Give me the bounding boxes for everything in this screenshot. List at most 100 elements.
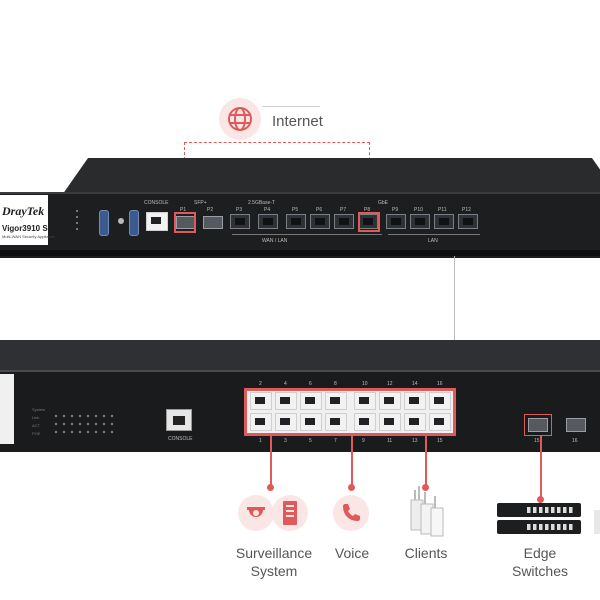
edge-label-line1: Edge <box>523 545 557 561</box>
router-base <box>0 250 600 256</box>
switch-sfp-port-15[interactable] <box>528 418 548 432</box>
surveillance-label: Surveillance System <box>226 544 322 580</box>
router-wan-lan-label: WAN / LAN <box>262 238 288 244</box>
router-port-label-p6: P6 <box>316 207 323 213</box>
globe-icon <box>228 107 252 131</box>
switch-port-15[interactable] <box>429 413 451 431</box>
switch-port-3[interactable] <box>275 413 297 431</box>
switch-console-label: CONSOLE <box>168 436 193 442</box>
switch-led-label-system: System <box>32 407 46 412</box>
router-port-p12[interactable] <box>458 214 478 229</box>
router-brand: DrayTek <box>2 204 45 218</box>
router-port-p4[interactable] <box>258 214 278 229</box>
router-port-label-p12: P12 <box>462 207 471 213</box>
switch-port-num-13: 13 <box>412 438 418 444</box>
switch-port-num-12: 12 <box>387 381 393 387</box>
connector-voice <box>351 436 353 486</box>
internet-decor-line <box>262 106 320 107</box>
switch-port-7[interactable] <box>325 413 347 431</box>
switch-port-num-8: 8 <box>334 381 337 387</box>
router-port-p7[interactable] <box>334 214 354 229</box>
switch-port-13[interactable] <box>404 413 426 431</box>
connector-dot-clients <box>422 484 429 491</box>
switch-led-label-act: ACT <box>32 423 40 428</box>
server-icon <box>283 501 297 525</box>
router-console-port[interactable] <box>146 212 168 231</box>
switch-sfp-label-16: 16 <box>572 438 578 444</box>
switch-port-14[interactable] <box>404 392 426 410</box>
router-led-block <box>62 206 84 232</box>
switch-port-num-7: 7 <box>334 438 337 444</box>
switch-port-grid <box>250 392 452 432</box>
router-port-p6[interactable] <box>310 214 330 229</box>
switch-port-11[interactable] <box>379 413 401 431</box>
router-port-label-p2: P2 <box>207 207 214 213</box>
voice-label: Voice <box>334 545 370 561</box>
switch-port-num-2: 2 <box>259 381 262 387</box>
router-port-label-p9: P9 <box>392 207 399 213</box>
router-reset-button[interactable] <box>118 218 124 224</box>
router-subtitle: Multi-WAN Security Appliance <box>2 234 55 239</box>
switch-console-port[interactable] <box>166 409 192 431</box>
router-console-label: CONSOLE <box>144 200 169 206</box>
switch-sfp-highlight <box>524 414 552 436</box>
router-port-label-p4: P4 <box>264 207 271 213</box>
internet-icon-circle <box>219 98 261 140</box>
router-port-p3[interactable] <box>230 214 250 229</box>
switch-port-num-6: 6 <box>309 381 312 387</box>
router-logo-panel <box>0 195 48 245</box>
switch-port-16[interactable] <box>429 392 451 410</box>
switch-port-12[interactable] <box>379 392 401 410</box>
switch-port-5[interactable] <box>300 413 322 431</box>
router-serial-port-2[interactable] <box>129 210 139 236</box>
access-point-icon <box>407 480 447 540</box>
router-port-label-p11: P11 <box>438 207 447 213</box>
switch-led-grid <box>52 412 116 434</box>
switch-sfp-label-15: 15 <box>534 438 540 444</box>
router-lan-label: LAN <box>428 238 438 244</box>
switch-top-lid <box>0 340 600 374</box>
switch-port-8[interactable] <box>325 392 347 410</box>
router-port-label-p7: P7 <box>340 207 347 213</box>
surveillance-label-line2: System <box>250 563 298 579</box>
router-port-p11[interactable] <box>434 214 454 229</box>
switch-port-num-5: 5 <box>309 438 312 444</box>
connector-dot-surveillance <box>267 484 274 491</box>
switch-port-9[interactable] <box>354 413 376 431</box>
switch-port-4[interactable] <box>275 392 297 410</box>
router-port-p9[interactable] <box>386 214 406 229</box>
surveillance-camera-circle <box>238 495 274 531</box>
switch-port-num-15: 15 <box>437 438 443 444</box>
switch-port-num-4: 4 <box>284 381 287 387</box>
router-switch-link <box>454 256 455 352</box>
switch-port-1[interactable] <box>250 413 272 431</box>
router-sfp-port-2[interactable] <box>203 216 223 229</box>
edge-label: Edge Switches <box>500 544 580 580</box>
internet-link-top <box>184 142 370 143</box>
partial-device-right <box>594 510 600 534</box>
switch-port-10[interactable] <box>354 392 376 410</box>
router-sfp-highlight <box>174 212 196 233</box>
router-serial-port-1[interactable] <box>99 210 109 236</box>
switch-port-2[interactable] <box>250 392 272 410</box>
connector-clients <box>425 436 427 486</box>
switch-port-num-9: 9 <box>362 438 365 444</box>
edge-label-line2: Switches <box>511 563 569 579</box>
camera-icon <box>247 507 265 517</box>
edge-switch-icon <box>497 503 583 537</box>
surveillance-label-line1: Surveillance <box>235 545 313 561</box>
switch-sfp-port-16[interactable] <box>566 418 586 432</box>
switch-port-num-16: 16 <box>437 381 443 387</box>
router-port-label-p3: P3 <box>236 207 243 213</box>
switch-port-num-11: 11 <box>387 438 393 444</box>
router-port-p5[interactable] <box>286 214 306 229</box>
router-sfp-label: SFP+ <box>194 200 207 206</box>
switch-port-num-3: 3 <box>284 438 287 444</box>
voice-circle <box>333 495 369 531</box>
surveillance-server-circle <box>272 495 308 531</box>
router-port-p10[interactable] <box>410 214 430 229</box>
switch-led-label-poe: POE <box>32 431 41 436</box>
connector-dot-voice <box>348 484 355 491</box>
switch-port-6[interactable] <box>300 392 322 410</box>
switch-port-num-10: 10 <box>362 381 368 387</box>
